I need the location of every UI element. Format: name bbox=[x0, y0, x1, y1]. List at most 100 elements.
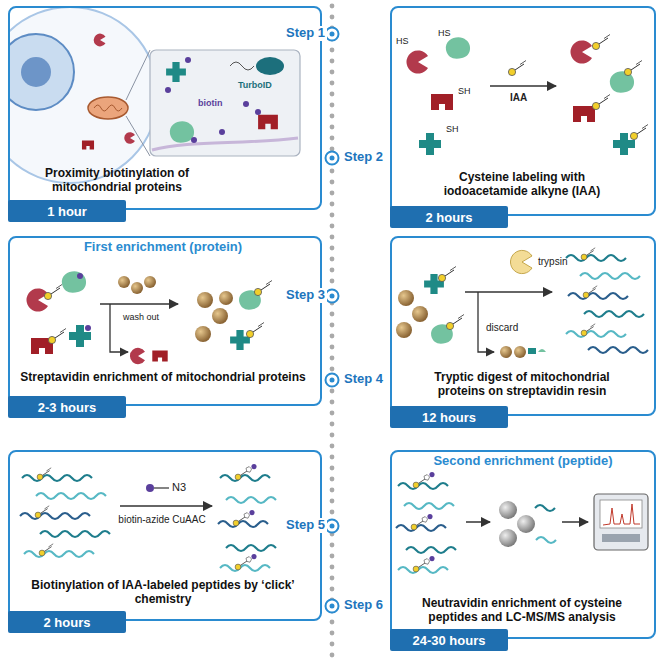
illustration-part bbox=[431, 94, 453, 110]
step-label: Step 6 bbox=[342, 598, 385, 613]
illustration-part bbox=[197, 292, 213, 308]
illustration-part bbox=[566, 255, 626, 261]
illustration-part bbox=[538, 349, 546, 352]
duration-tab: 2-3 hours bbox=[8, 396, 126, 418]
illustration-part bbox=[330, 257, 335, 262]
illustration-part bbox=[330, 334, 335, 339]
illustration-part bbox=[235, 554, 256, 570]
illustration-part bbox=[120, 505, 212, 507]
illustration-part bbox=[330, 604, 335, 609]
illustration-part bbox=[255, 109, 261, 115]
illustration-part bbox=[10, 8, 158, 183]
illustration-part bbox=[330, 565, 335, 570]
illustration-part bbox=[126, 116, 150, 156]
illustration-part bbox=[630, 125, 648, 140]
illustration-part bbox=[44, 285, 62, 300]
illustration-part bbox=[499, 529, 517, 547]
illustration-part bbox=[438, 267, 456, 282]
illustration-part bbox=[413, 472, 434, 488]
illustration-part bbox=[330, 400, 335, 405]
illustration-part bbox=[396, 525, 446, 531]
illustration-part bbox=[330, 103, 335, 108]
illustration-part bbox=[583, 286, 597, 298]
illustration-label: trypsin bbox=[538, 256, 567, 268]
illustration-part bbox=[185, 57, 191, 63]
illustration-part bbox=[330, 156, 335, 161]
illustration-part bbox=[330, 524, 335, 529]
illustration-part bbox=[508, 61, 526, 76]
illustration-part bbox=[330, 554, 335, 559]
illustration-part bbox=[243, 101, 249, 107]
panel-caption: Tryptic digest of mitochondrial proteins… bbox=[410, 370, 634, 399]
peptides bbox=[396, 472, 456, 573]
illustration-part bbox=[412, 306, 428, 322]
illustration-part bbox=[330, 235, 335, 240]
illustration-part bbox=[330, 631, 335, 636]
illustration-part bbox=[233, 510, 254, 526]
illustration-part bbox=[330, 268, 335, 273]
illustration-part bbox=[466, 521, 490, 523]
illustration-part bbox=[220, 475, 270, 481]
illustration-part bbox=[396, 322, 412, 338]
illustration-part bbox=[246, 323, 264, 338]
illustration-part bbox=[499, 501, 517, 519]
illustration-part bbox=[398, 483, 448, 489]
illustration-part bbox=[39, 544, 53, 556]
panel-caption: Proximity biotinylation of mitochondrial… bbox=[12, 166, 222, 195]
illustration-part bbox=[82, 141, 94, 150]
cysteine-labeling-illustration bbox=[406, 35, 648, 156]
duration-text: 2-3 hours bbox=[38, 400, 97, 415]
illustration-part bbox=[330, 642, 335, 647]
illustration-part bbox=[600, 500, 642, 528]
illustration-part bbox=[500, 346, 512, 358]
illustration-label: N3 bbox=[172, 481, 186, 494]
illustration-label: HS bbox=[438, 28, 451, 38]
duration-text: 24-30 hours bbox=[413, 633, 486, 648]
step-panel: First enrichment (protein)Streptavidin e… bbox=[8, 236, 322, 406]
illustration-label: TurboID bbox=[238, 80, 272, 90]
illustration-part bbox=[592, 95, 610, 110]
click-chemistry-illustration bbox=[120, 484, 212, 506]
step-panel: Proximity biotinylation of mitochondrial… bbox=[8, 6, 322, 210]
duration-tab: 12 hours bbox=[390, 406, 508, 428]
duration-text: 2 hours bbox=[426, 210, 473, 225]
illustration-part bbox=[330, 312, 335, 317]
illustration-part bbox=[330, 294, 335, 299]
duration-text: 12 hours bbox=[422, 410, 476, 425]
illustration-part bbox=[326, 600, 339, 613]
illustration-part bbox=[40, 531, 110, 537]
illustration-part bbox=[126, 50, 150, 100]
duration-text: 1 hour bbox=[47, 204, 87, 219]
illustration-part bbox=[330, 48, 335, 53]
illustration-part bbox=[602, 534, 640, 542]
illustration-part bbox=[166, 62, 186, 82]
illustration-part bbox=[330, 378, 335, 383]
illustration-part bbox=[413, 556, 434, 572]
illustration-part bbox=[330, 587, 335, 592]
illustration-part bbox=[411, 514, 432, 530]
illustration-part bbox=[254, 281, 272, 296]
duration-tab: 2 hours bbox=[390, 206, 508, 228]
illustration-part bbox=[592, 35, 610, 50]
illustration-label: wash out bbox=[118, 312, 164, 322]
illustration-part bbox=[152, 350, 167, 361]
peptides bbox=[566, 248, 648, 353]
illustration-part bbox=[588, 347, 648, 353]
illustration-part bbox=[191, 137, 197, 143]
illustration-label: biotin-azide CuAAC bbox=[112, 514, 212, 526]
illustration-part bbox=[330, 70, 335, 75]
illustration-part bbox=[594, 494, 648, 550]
illustration-part bbox=[517, 515, 535, 533]
illustration-part bbox=[330, 455, 335, 460]
panel-heading: Second enrichment (peptide) bbox=[394, 453, 652, 469]
illustration-part bbox=[219, 129, 225, 135]
illustration-part bbox=[581, 248, 595, 260]
illustration-part bbox=[94, 105, 122, 111]
illustration-part bbox=[330, 477, 335, 482]
illustration-part bbox=[514, 346, 526, 358]
illustration-label: HS bbox=[396, 36, 409, 46]
illustration-part bbox=[603, 504, 640, 525]
timeline bbox=[326, 4, 339, 658]
